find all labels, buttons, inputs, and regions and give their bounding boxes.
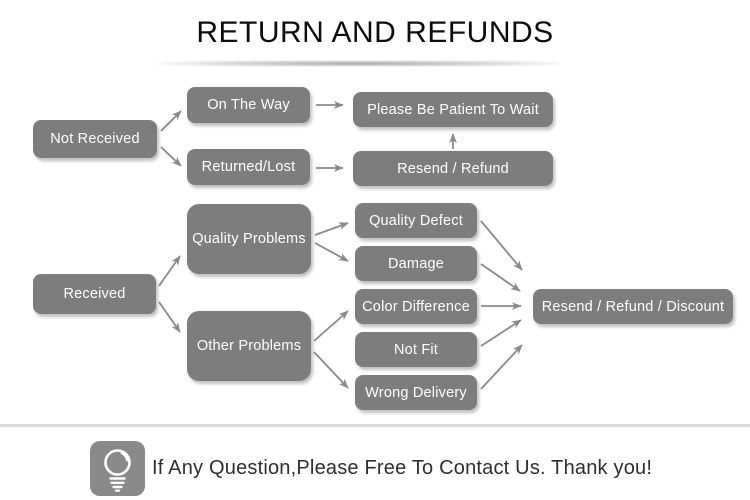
- edge-received-to-other-problems: [158, 301, 181, 333]
- edge-other-problems-to-color-difference: [313, 310, 349, 342]
- edge-received-to-quality-problems: [158, 255, 181, 287]
- light-bulb-icon: [90, 441, 145, 496]
- edge-other-problems-to-wrong-delivery: [313, 351, 349, 389]
- node-resend-refund-discount: Resend / Refund / Discount: [533, 289, 733, 324]
- node-other-problems: Other Problems: [187, 311, 311, 381]
- node-not-fit: Not Fit: [355, 332, 477, 367]
- edge-quality-defect-to-final: [480, 220, 523, 271]
- page-title: RETURN AND REFUNDS: [196, 16, 554, 49]
- edge-quality-problems-to-damage: [314, 242, 349, 262]
- edge-damage-to-final: [480, 263, 521, 292]
- footer-divider: [0, 424, 750, 427]
- node-not-received: Not Received: [33, 120, 157, 158]
- footer-message: If Any Question,Please Free To Contact U…: [152, 457, 653, 479]
- node-please-be-patient: Please Be Patient To Wait: [353, 92, 553, 127]
- node-damage: Damage: [355, 246, 477, 281]
- title-divider: [158, 61, 560, 66]
- edge-not-received-to-on-the-way: [160, 110, 182, 132]
- edge-wrong-delivery-to-final: [480, 344, 523, 390]
- node-returned-lost: Returned/Lost: [187, 149, 310, 185]
- node-quality-defect: Quality Defect: [355, 203, 477, 238]
- node-on-the-way: On The Way: [187, 87, 310, 123]
- node-wrong-delivery: Wrong Delivery: [355, 375, 477, 410]
- edge-not-fit-to-final: [480, 319, 522, 347]
- node-quality-problems: Quality Problems: [187, 204, 311, 274]
- node-color-difference: Color Difference: [355, 289, 477, 324]
- edge-quality-problems-to-quality-defect: [314, 222, 349, 236]
- edge-not-received-to-returned-lost: [160, 146, 182, 167]
- node-received: Received: [33, 274, 156, 314]
- node-resend-refund: Resend / Refund: [353, 151, 553, 186]
